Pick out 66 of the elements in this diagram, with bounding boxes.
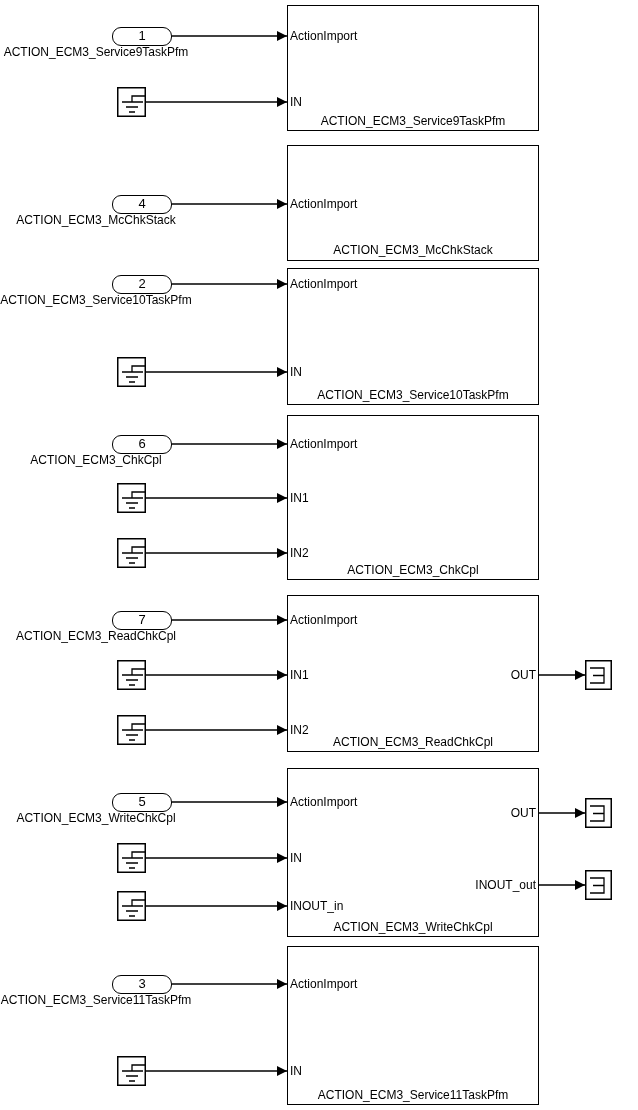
port-label: IN2 xyxy=(290,545,309,560)
port-label: ACTION_ECM3_WriteChkCpl xyxy=(16,811,176,825)
block-name: ACTION_ECM3_McChkStack xyxy=(333,242,493,257)
inport-block: 5 xyxy=(112,793,172,812)
port-label: IN xyxy=(290,364,302,379)
arrow xyxy=(171,279,288,289)
port-label: OUT xyxy=(510,805,536,820)
arrow xyxy=(145,901,288,911)
port-label: ACTION_ECM3_Service9TaskPfm xyxy=(3,45,189,59)
arrow xyxy=(538,670,586,680)
port-label: ActionImport xyxy=(290,276,358,291)
arrow xyxy=(171,979,288,989)
arrow xyxy=(538,880,586,890)
inport-block: 7 xyxy=(112,611,172,630)
arrow xyxy=(145,548,288,558)
inport-block: 1 xyxy=(112,27,172,46)
inport-block: 6 xyxy=(112,435,172,454)
block-name: ACTION_ECM3_WriteChkCpl xyxy=(333,919,493,934)
subsystem-block xyxy=(287,145,539,261)
arrow xyxy=(145,670,288,680)
port-label: ActionImport xyxy=(290,794,358,809)
subsystem-block xyxy=(287,268,539,405)
arrow xyxy=(145,367,288,377)
subsystem-block xyxy=(287,768,539,937)
port-label: ACTION_ECM3_ChkCpl xyxy=(30,453,162,467)
subsystem-block xyxy=(287,595,539,752)
inport-block: 2 xyxy=(112,275,172,294)
block-name: ACTION_ECM3_Service9TaskPfm xyxy=(320,113,506,128)
inport-block: 4 xyxy=(112,195,172,214)
subsystem-block xyxy=(287,415,539,580)
arrow xyxy=(171,31,288,41)
arrow xyxy=(145,97,288,107)
arrow xyxy=(538,808,586,818)
port-label: ACTION_ECM3_Service11TaskPfm xyxy=(0,993,192,1007)
port-label: ACTION_ECM3_ReadChkCpl xyxy=(15,629,177,643)
arrow xyxy=(171,797,288,807)
arrow xyxy=(145,725,288,735)
port-label: IN1 xyxy=(290,667,309,682)
port-label: IN xyxy=(290,94,302,109)
block-name: ACTION_ECM3_Service11TaskPfm xyxy=(317,1087,509,1102)
port-label: IN xyxy=(290,1063,302,1078)
port-label: ACTION_ECM3_Service10TaskPfm xyxy=(0,293,192,307)
arrow xyxy=(171,199,288,209)
inport-block: 3 xyxy=(112,975,172,994)
port-label: IN1 xyxy=(290,490,309,505)
port-label: ActionImport xyxy=(290,196,358,211)
arrow xyxy=(171,439,288,449)
subsystem-block xyxy=(287,5,539,131)
port-label: ActionImport xyxy=(290,976,358,991)
arrow xyxy=(145,1066,288,1076)
port-label: ActionImport xyxy=(290,436,358,451)
port-label: INOUT_in xyxy=(290,898,344,913)
block-name: ACTION_ECM3_ChkCpl xyxy=(347,562,479,577)
arrow xyxy=(145,493,288,503)
port-label: IN xyxy=(290,850,302,865)
arrow xyxy=(171,615,288,625)
port-label: INOUT_out xyxy=(475,877,536,892)
port-label: OUT xyxy=(510,667,536,682)
port-label: ACTION_ECM3_McChkStack xyxy=(16,213,176,227)
port-label: IN2 xyxy=(290,722,309,737)
block-name: ACTION_ECM3_Service10TaskPfm xyxy=(317,387,509,402)
subsystem-block xyxy=(287,946,539,1105)
arrow xyxy=(145,853,288,863)
port-label: ActionImport xyxy=(290,612,358,627)
port-label: ActionImport xyxy=(290,28,358,43)
block-name: ACTION_ECM3_ReadChkCpl xyxy=(332,734,494,749)
